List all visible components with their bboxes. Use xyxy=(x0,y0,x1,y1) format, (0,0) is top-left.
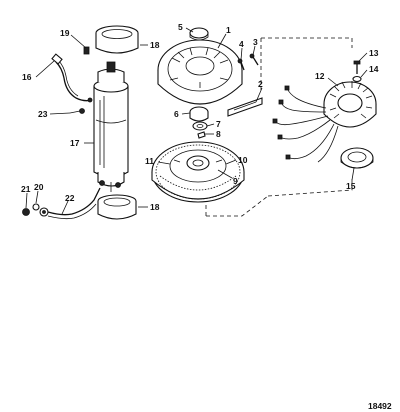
callout-11: 11 xyxy=(145,156,154,166)
decal-strip xyxy=(227,97,263,117)
nut-21 xyxy=(22,208,30,216)
upper-drive-cap xyxy=(95,25,139,54)
screw-13 xyxy=(353,60,361,74)
flywheel-cover xyxy=(157,39,243,105)
leader-lines xyxy=(25,27,368,215)
callout-13: 13 xyxy=(369,48,379,58)
key-8 xyxy=(197,131,206,139)
washer-20 xyxy=(32,203,40,211)
starter-motor xyxy=(93,61,129,192)
figure-number: 18492 xyxy=(368,401,392,411)
callout-15: 15 xyxy=(346,181,356,191)
callout-3: 3 xyxy=(253,37,258,47)
screw-23 xyxy=(69,108,85,114)
callout-19: 19 xyxy=(60,28,70,38)
callout-1: 1 xyxy=(226,25,231,35)
callout-22: 22 xyxy=(65,193,75,203)
lower-drive-cap xyxy=(97,194,137,220)
callout-18-top: 18 xyxy=(150,40,160,50)
screw-3 xyxy=(249,53,259,66)
stator-leads xyxy=(272,85,339,163)
callout-20: 20 xyxy=(34,182,44,192)
callout-17: 17 xyxy=(70,138,80,148)
callout-7: 7 xyxy=(216,119,221,129)
callout-21: 21 xyxy=(21,184,31,194)
washer-7 xyxy=(192,121,208,131)
trigger-ring xyxy=(340,147,374,169)
starter-cable-lower xyxy=(39,187,101,220)
callout-10: 10 xyxy=(238,155,248,165)
callout-23: 23 xyxy=(38,109,48,119)
callout-9: 9 xyxy=(233,176,238,186)
callout-2: 2 xyxy=(258,79,263,89)
stator xyxy=(323,81,377,128)
washer-14 xyxy=(352,75,362,83)
callout-5: 5 xyxy=(178,22,183,32)
callout-14: 14 xyxy=(369,64,379,74)
flywheel xyxy=(151,141,245,203)
flywheel-nut xyxy=(189,106,209,122)
callout-18-bottom: 18 xyxy=(150,202,160,212)
callout-6: 6 xyxy=(174,109,179,119)
bolt-19 xyxy=(83,46,90,55)
callout-12: 12 xyxy=(315,71,325,81)
callout-4: 4 xyxy=(239,39,244,49)
starter-cable-upper xyxy=(51,53,93,103)
cap-5 xyxy=(189,27,209,41)
assembly-outline xyxy=(205,37,353,217)
callout-8: 8 xyxy=(216,129,221,139)
callout-16: 16 xyxy=(22,72,32,82)
